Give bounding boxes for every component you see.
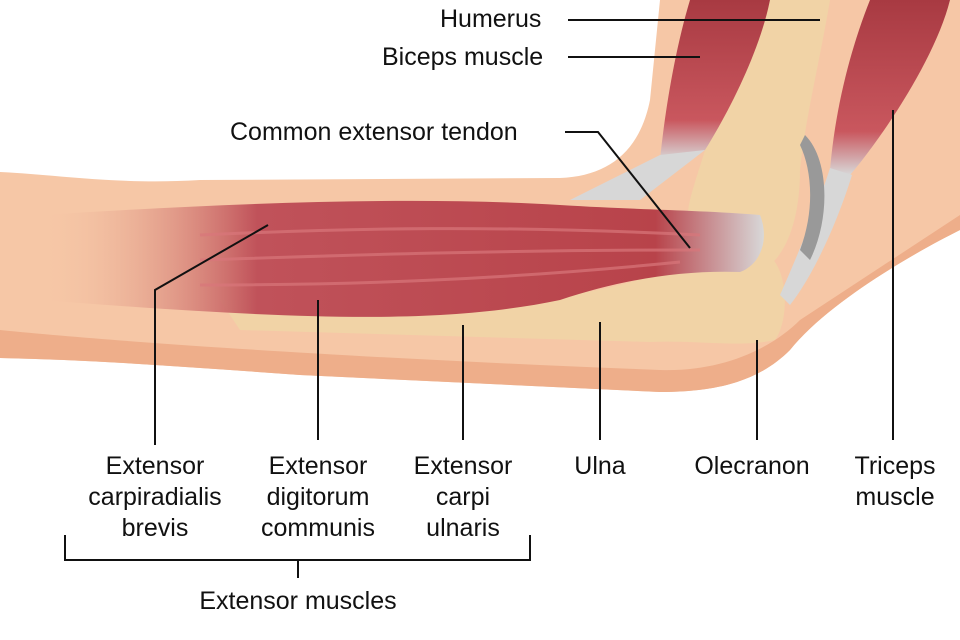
label-ulna: Ulna — [574, 452, 626, 480]
label-line: Triceps — [854, 452, 936, 480]
label-line: carpi — [435, 483, 491, 511]
label-humerus: Humerus — [440, 5, 542, 33]
label-extensor-carpiradialis-brevis: Extensor carpiradialis brevis — [55, 451, 255, 544]
joint-cartilage — [800, 135, 825, 260]
label-line: brevis — [121, 514, 189, 542]
muscle-fibers — [199, 227, 701, 287]
label-extensor-digitorum-communis: Extensor digitorum communis — [218, 451, 418, 544]
label-line: Extensor — [268, 452, 368, 480]
extensor-bracket — [64, 535, 531, 578]
label-line: muscle — [855, 483, 935, 511]
label-extensor-carpi-ulnaris: Extensor carpi ulnaris — [383, 451, 543, 544]
triceps-muscle — [830, 0, 950, 175]
label-common-extensor-tendon: Common extensor tendon — [230, 118, 518, 146]
label-biceps-muscle: Biceps muscle — [382, 43, 544, 71]
label-olecranon: Olecranon — [694, 452, 810, 480]
label-line: communis — [261, 514, 375, 542]
label-line: ulnaris — [426, 514, 500, 542]
label-line: carpiradialis — [88, 483, 222, 511]
biceps-tendon — [570, 150, 705, 200]
label-line: Extensor — [105, 452, 205, 480]
leader-lines — [64, 19, 894, 578]
biceps-muscle — [660, 0, 770, 160]
label-line: Extensor — [413, 452, 513, 480]
label-triceps-muscle: Triceps muscle — [835, 451, 955, 513]
label-extensor-muscles: Extensor muscles — [199, 587, 397, 615]
label-line: digitorum — [266, 483, 370, 511]
humerus-bone — [687, 0, 830, 278]
